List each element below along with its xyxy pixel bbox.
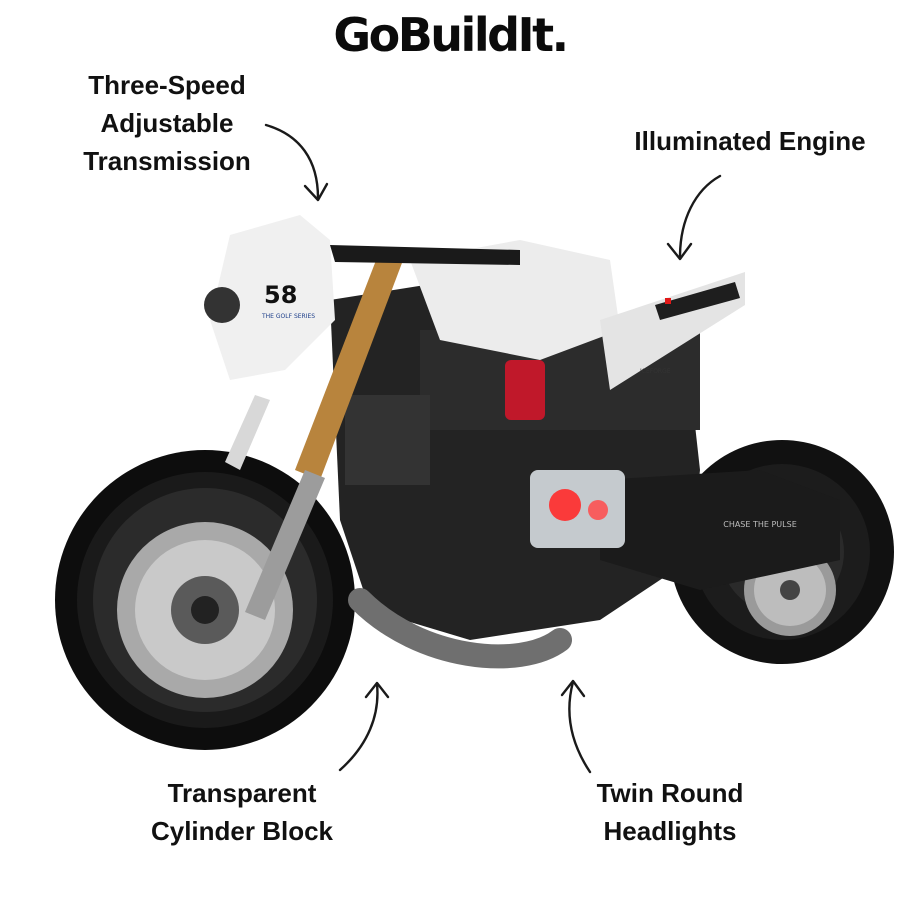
rear-shock	[505, 360, 545, 420]
transparent-cylinder-block	[530, 470, 625, 548]
fairing-number: 58	[264, 281, 297, 309]
side-text: ICEFORGE	[640, 368, 671, 375]
exhaust-pipe	[348, 588, 572, 669]
callout-cylinder-line-1: Transparent	[167, 778, 317, 808]
exhaust-text: CHASE THE PULSE	[723, 520, 797, 529]
callout-transmission: Three-Speed Adjustable Transmission	[62, 66, 272, 180]
radiator	[345, 395, 430, 485]
callout-engine: Illuminated Engine	[610, 122, 890, 160]
arrow-transmission	[264, 123, 329, 202]
callout-headlights-line-1: Twin Round	[596, 778, 744, 808]
callout-engine-line-1: Illuminated Engine	[634, 126, 866, 156]
handlebar	[330, 245, 520, 265]
callout-transmission-line-1: Three-Speed	[88, 70, 246, 100]
callout-transmission-line-3: Transmission	[83, 146, 251, 176]
exhaust	[600, 470, 840, 590]
front-forks	[225, 250, 405, 620]
arrow-headlights	[560, 679, 592, 774]
fairing-small-text: THE GOLF SERIES	[261, 313, 315, 320]
arrow-cylinder	[338, 681, 390, 772]
brand-logo: GoBuildIt.	[333, 8, 569, 62]
callout-headlights-line-2: Headlights	[603, 816, 737, 846]
callout-headlights: Twin Round Headlights	[560, 774, 780, 850]
arrow-engine	[666, 174, 722, 261]
body-panels	[410, 240, 745, 390]
headlight-fairing: 58 THE GOLF SERIES	[204, 215, 335, 380]
callout-cylinder: Transparent Cylinder Block	[112, 774, 372, 850]
callout-transmission-line-2: Adjustable	[100, 108, 234, 138]
front-wheel	[55, 450, 355, 750]
callout-cylinder-line-2: Cylinder Block	[150, 816, 334, 846]
